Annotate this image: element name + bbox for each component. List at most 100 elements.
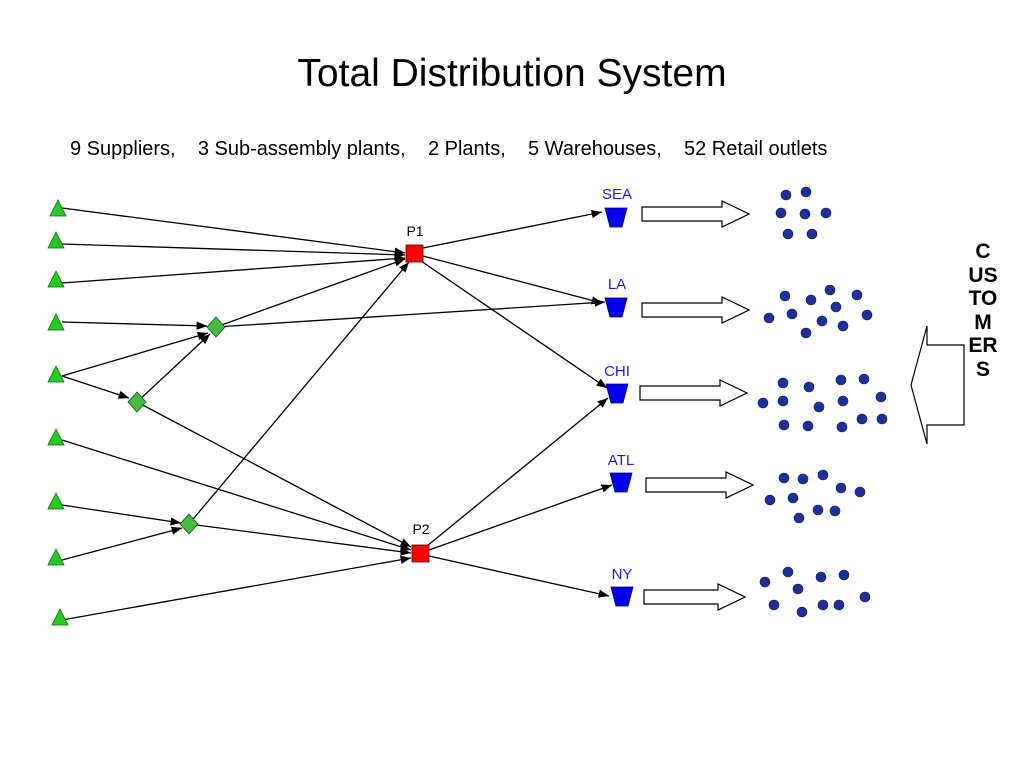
retail-cluster-chi <box>757 373 888 433</box>
retail-outlet-dot <box>816 315 828 327</box>
edge-s7-sa3 <box>61 504 182 526</box>
retail-outlet-dot <box>777 377 789 389</box>
retail-cluster-sea <box>775 186 832 240</box>
retail-outlet-dot <box>836 421 848 433</box>
customers-block-arrow-left-icon <box>910 325 965 445</box>
supplier-node <box>47 428 65 446</box>
subassembly-node <box>127 391 147 413</box>
block-arrow-right-icon <box>641 200 751 228</box>
retail-outlet-dot <box>792 583 804 595</box>
retail-outlet-dot <box>817 599 829 611</box>
edge-p2-ny <box>428 555 610 598</box>
edge-s8-sa3 <box>61 526 183 561</box>
supplier-node <box>47 365 65 383</box>
edge-sa1-p1 <box>215 258 406 328</box>
retail-outlet-dot <box>876 413 888 425</box>
warehouse-chi-icon <box>605 383 629 404</box>
supplier-node <box>47 270 65 288</box>
edge-s2-p1 <box>61 243 406 259</box>
retail-outlet-dot <box>830 301 842 313</box>
retail-outlet-dot <box>854 486 866 498</box>
retail-outlet-dot <box>796 606 808 618</box>
retail-outlet-dot <box>820 207 832 219</box>
retail-outlet-dot <box>859 591 871 603</box>
retail-outlet-dot <box>824 284 836 296</box>
retail-cluster-la <box>763 284 873 339</box>
retail-outlet-dot <box>782 566 794 578</box>
page-title: Total Distribution System <box>297 52 727 95</box>
retail-outlet-dot <box>780 189 792 201</box>
retail-outlet-dot <box>768 599 780 611</box>
retail-outlet-dot <box>797 473 809 485</box>
edge-p2-atl <box>428 484 613 551</box>
plant-p2-node <box>411 544 430 563</box>
edge-sa1-la <box>215 298 606 328</box>
retail-outlet-dot <box>856 413 868 425</box>
edge-sa3-p1 <box>188 261 410 525</box>
subassembly-node <box>206 316 226 338</box>
retail-outlet-dot <box>851 289 863 301</box>
retail-outlet-dot <box>838 569 850 581</box>
block-arrow-right-icon <box>639 379 749 407</box>
block-arrow-right-icon <box>643 583 747 611</box>
supplier-node <box>51 608 69 626</box>
retail-outlet-dot <box>787 492 799 504</box>
warehouse-chi-label: CHI <box>604 363 630 380</box>
supplier-node <box>47 231 65 249</box>
warehouse-atl-label: ATL <box>608 452 634 469</box>
retail-outlet-dot <box>763 312 775 324</box>
warehouse-ny-label: NY <box>612 566 633 583</box>
block-arrow-right-icon <box>641 296 751 324</box>
customers-label: CUSTOMERS <box>968 240 998 381</box>
edge-p1-sea <box>422 209 603 249</box>
edge-sa2-p2 <box>136 401 412 548</box>
retail-outlet-dot <box>778 419 790 431</box>
retail-cluster-atl <box>764 469 866 524</box>
edge-p1-la <box>422 255 603 305</box>
network-summary: 9 Suppliers, 3 Sub-assembly plants, 2 Pl… <box>70 138 828 160</box>
retail-outlet-dot <box>793 512 805 524</box>
retail-outlet-dot <box>835 482 847 494</box>
retail-outlet-dot <box>779 290 791 302</box>
retail-outlet-dot <box>778 472 790 484</box>
plant-p2-label: P2 <box>412 521 429 537</box>
warehouses: SEA LA CHI ATL NY <box>602 186 634 607</box>
retail-outlet-dot <box>812 504 824 516</box>
supplier-node <box>49 199 67 217</box>
retail-outlet-dot <box>775 207 787 219</box>
retail-outlet-dot <box>800 327 812 339</box>
retail-outlet-dot <box>805 294 817 306</box>
warehouse-sea-icon <box>604 207 628 228</box>
retail-outlet-dot <box>835 374 847 386</box>
retail-outlet-dot <box>829 505 841 517</box>
edge-p2-chi <box>426 397 609 547</box>
retail-outlet-dot <box>817 469 829 481</box>
supplier-node <box>47 313 65 331</box>
retail-outlet-dot <box>858 373 870 385</box>
retail-outlet-dot <box>861 309 873 321</box>
retail-outlet-dot <box>833 599 845 611</box>
retail-outlets <box>757 186 888 618</box>
retail-outlet-dot <box>786 308 798 320</box>
plant-p1-node <box>405 244 424 263</box>
warehouse-ny-icon <box>610 586 634 607</box>
edge-sa3-p2 <box>188 523 412 556</box>
subassembly-plants <box>127 316 226 535</box>
retail-outlet-dot <box>759 576 771 588</box>
warehouse-sea-label: SEA <box>602 186 632 203</box>
suppliers <box>47 199 69 626</box>
plants: P1 P2 <box>405 223 430 563</box>
retail-outlet-dot <box>777 395 789 407</box>
retail-outlet-dot <box>764 494 776 506</box>
warehouse-la-icon <box>604 297 628 318</box>
plant-p1-label: P1 <box>406 223 423 239</box>
subassembly-node <box>179 513 199 535</box>
block-arrow-right-icon <box>645 471 755 499</box>
edge-p1-chi <box>420 260 608 389</box>
retail-outlet-dot <box>799 208 811 220</box>
edge-sa2-sa1 <box>136 333 211 403</box>
retail-outlet-dot <box>802 420 814 432</box>
retail-outlet-dot <box>757 397 769 409</box>
edge-s9-p2 <box>61 555 412 621</box>
shipment-arrows <box>639 200 755 611</box>
